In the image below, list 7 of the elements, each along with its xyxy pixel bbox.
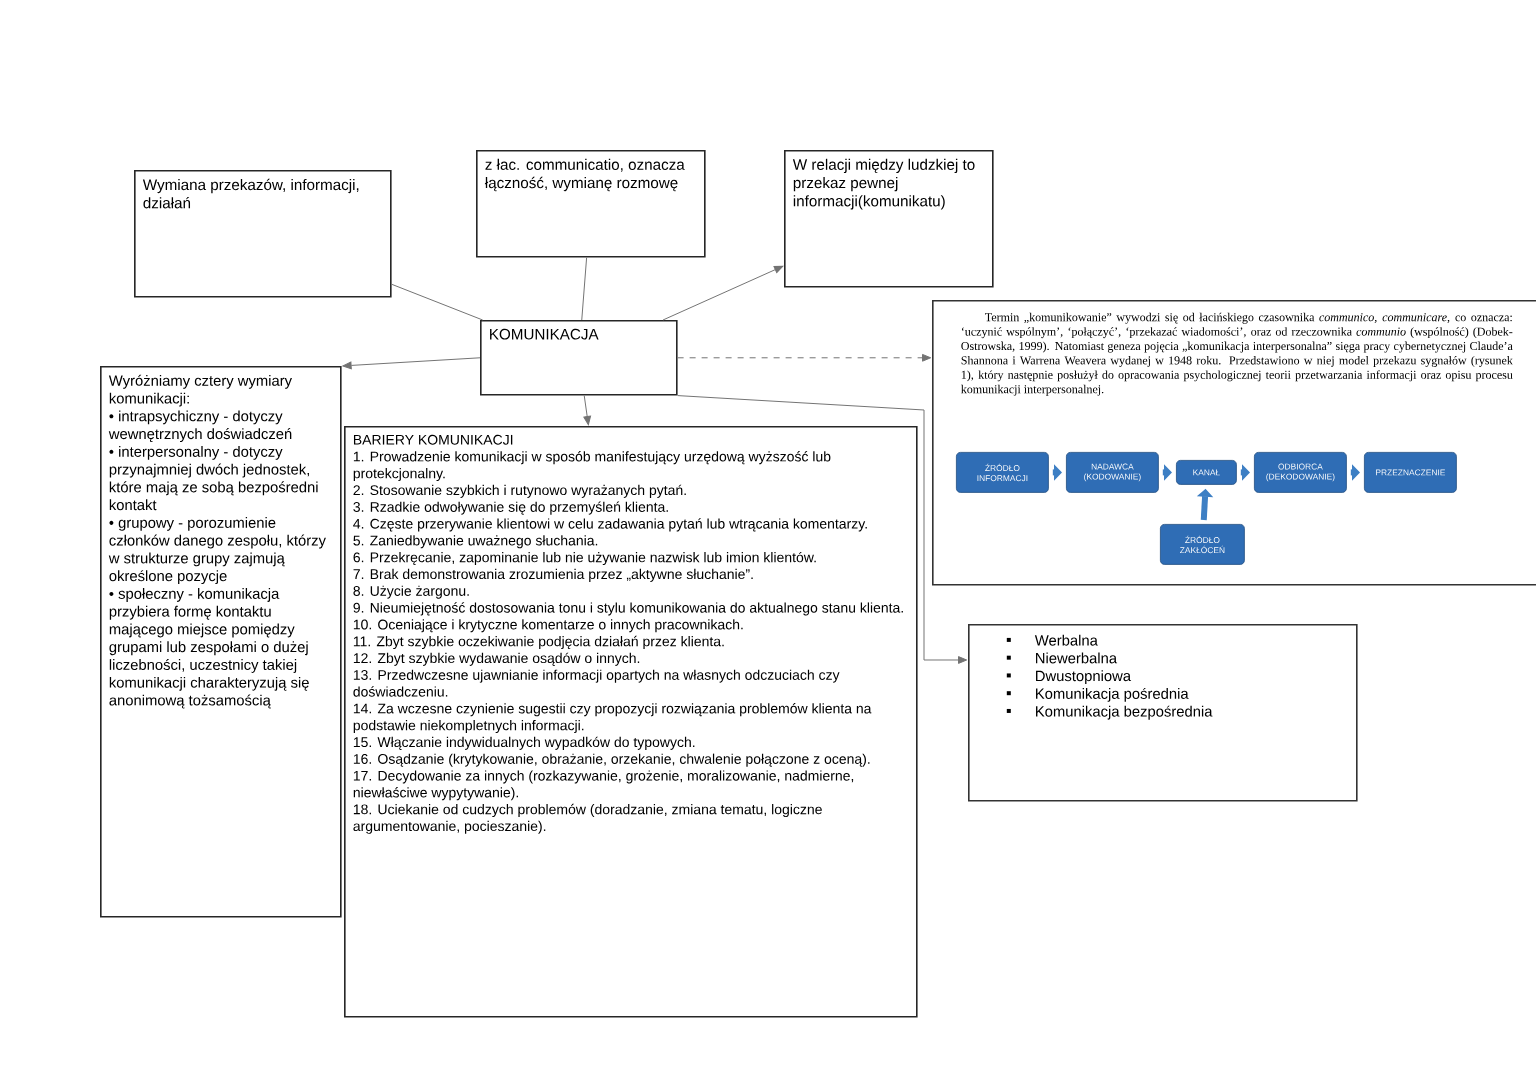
arrow xyxy=(677,395,968,664)
arrow xyxy=(677,353,932,362)
arrow xyxy=(342,357,481,370)
arrow xyxy=(662,265,784,321)
connector-line xyxy=(581,257,588,321)
connector-line xyxy=(391,283,484,321)
arrow xyxy=(583,395,592,426)
